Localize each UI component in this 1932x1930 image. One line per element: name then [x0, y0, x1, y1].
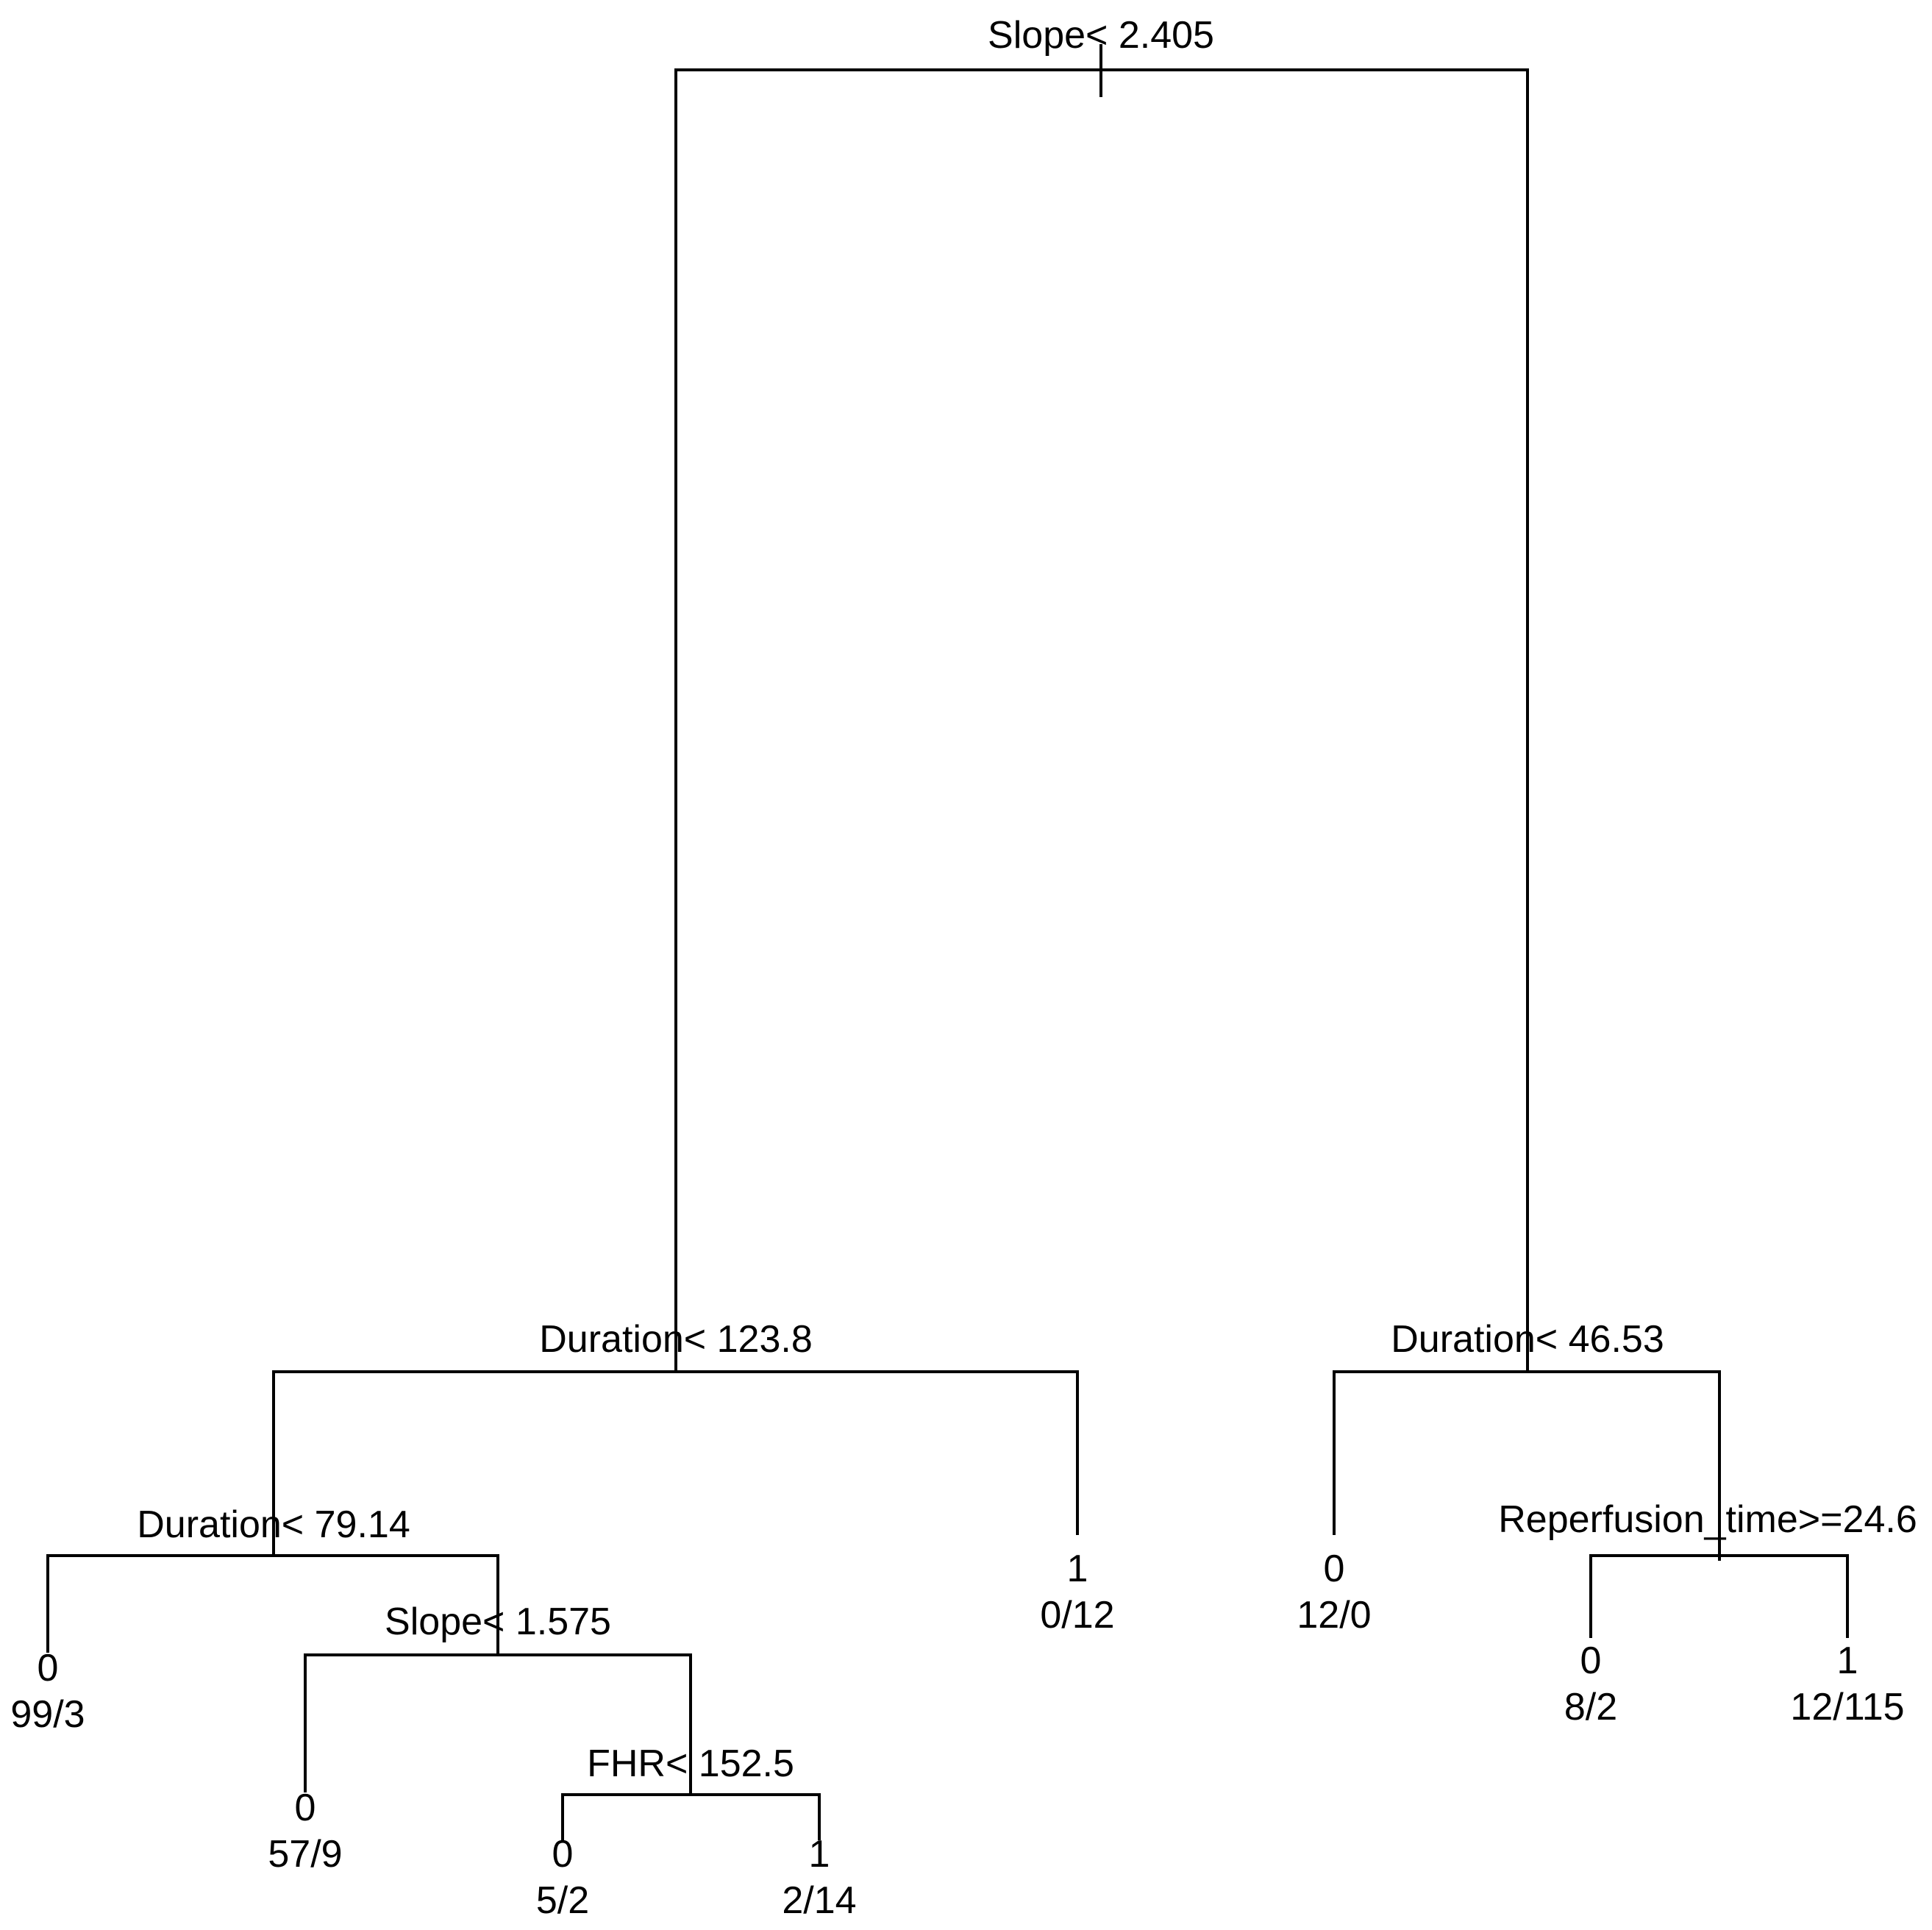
rr-split-label: Reperfusion_time>=24.6 [1498, 1498, 1917, 1541]
leaf-counts: 5/2 [536, 1879, 589, 1922]
left-split-label: Duration< 123.8 [539, 1318, 813, 1361]
leaf-counts: 12/0 [1297, 1594, 1371, 1637]
right-split-label: Duration< 46.53 [1391, 1318, 1664, 1361]
leaf-class: 1 [1067, 1548, 1088, 1590]
leaf-counts: 99/3 [10, 1693, 85, 1736]
leaf-counts: 2/14 [782, 1879, 856, 1922]
leaf-class: 0 [1324, 1548, 1345, 1590]
leaf-class: 1 [1837, 1639, 1858, 1682]
leaf-class: 1 [809, 1833, 830, 1876]
root-split-label: Slope< 2.405 [988, 14, 1214, 57]
leaf-class: 0 [552, 1833, 574, 1876]
leaf-counts: 0/12 [1040, 1594, 1114, 1637]
leaf-counts: 57/9 [268, 1833, 342, 1876]
leaf-counts: 12/115 [1790, 1686, 1904, 1728]
leaf-class: 0 [38, 1647, 59, 1689]
leaf-class: 0 [295, 1787, 316, 1829]
llr-split-label: Slope< 1.575 [385, 1600, 611, 1643]
llrr-split-label: FHR< 152.5 [587, 1742, 794, 1785]
ll-split-label: Duration< 79.14 [137, 1503, 410, 1546]
leaf-counts: 8/2 [1564, 1686, 1617, 1728]
leaf-class: 0 [1580, 1639, 1602, 1682]
